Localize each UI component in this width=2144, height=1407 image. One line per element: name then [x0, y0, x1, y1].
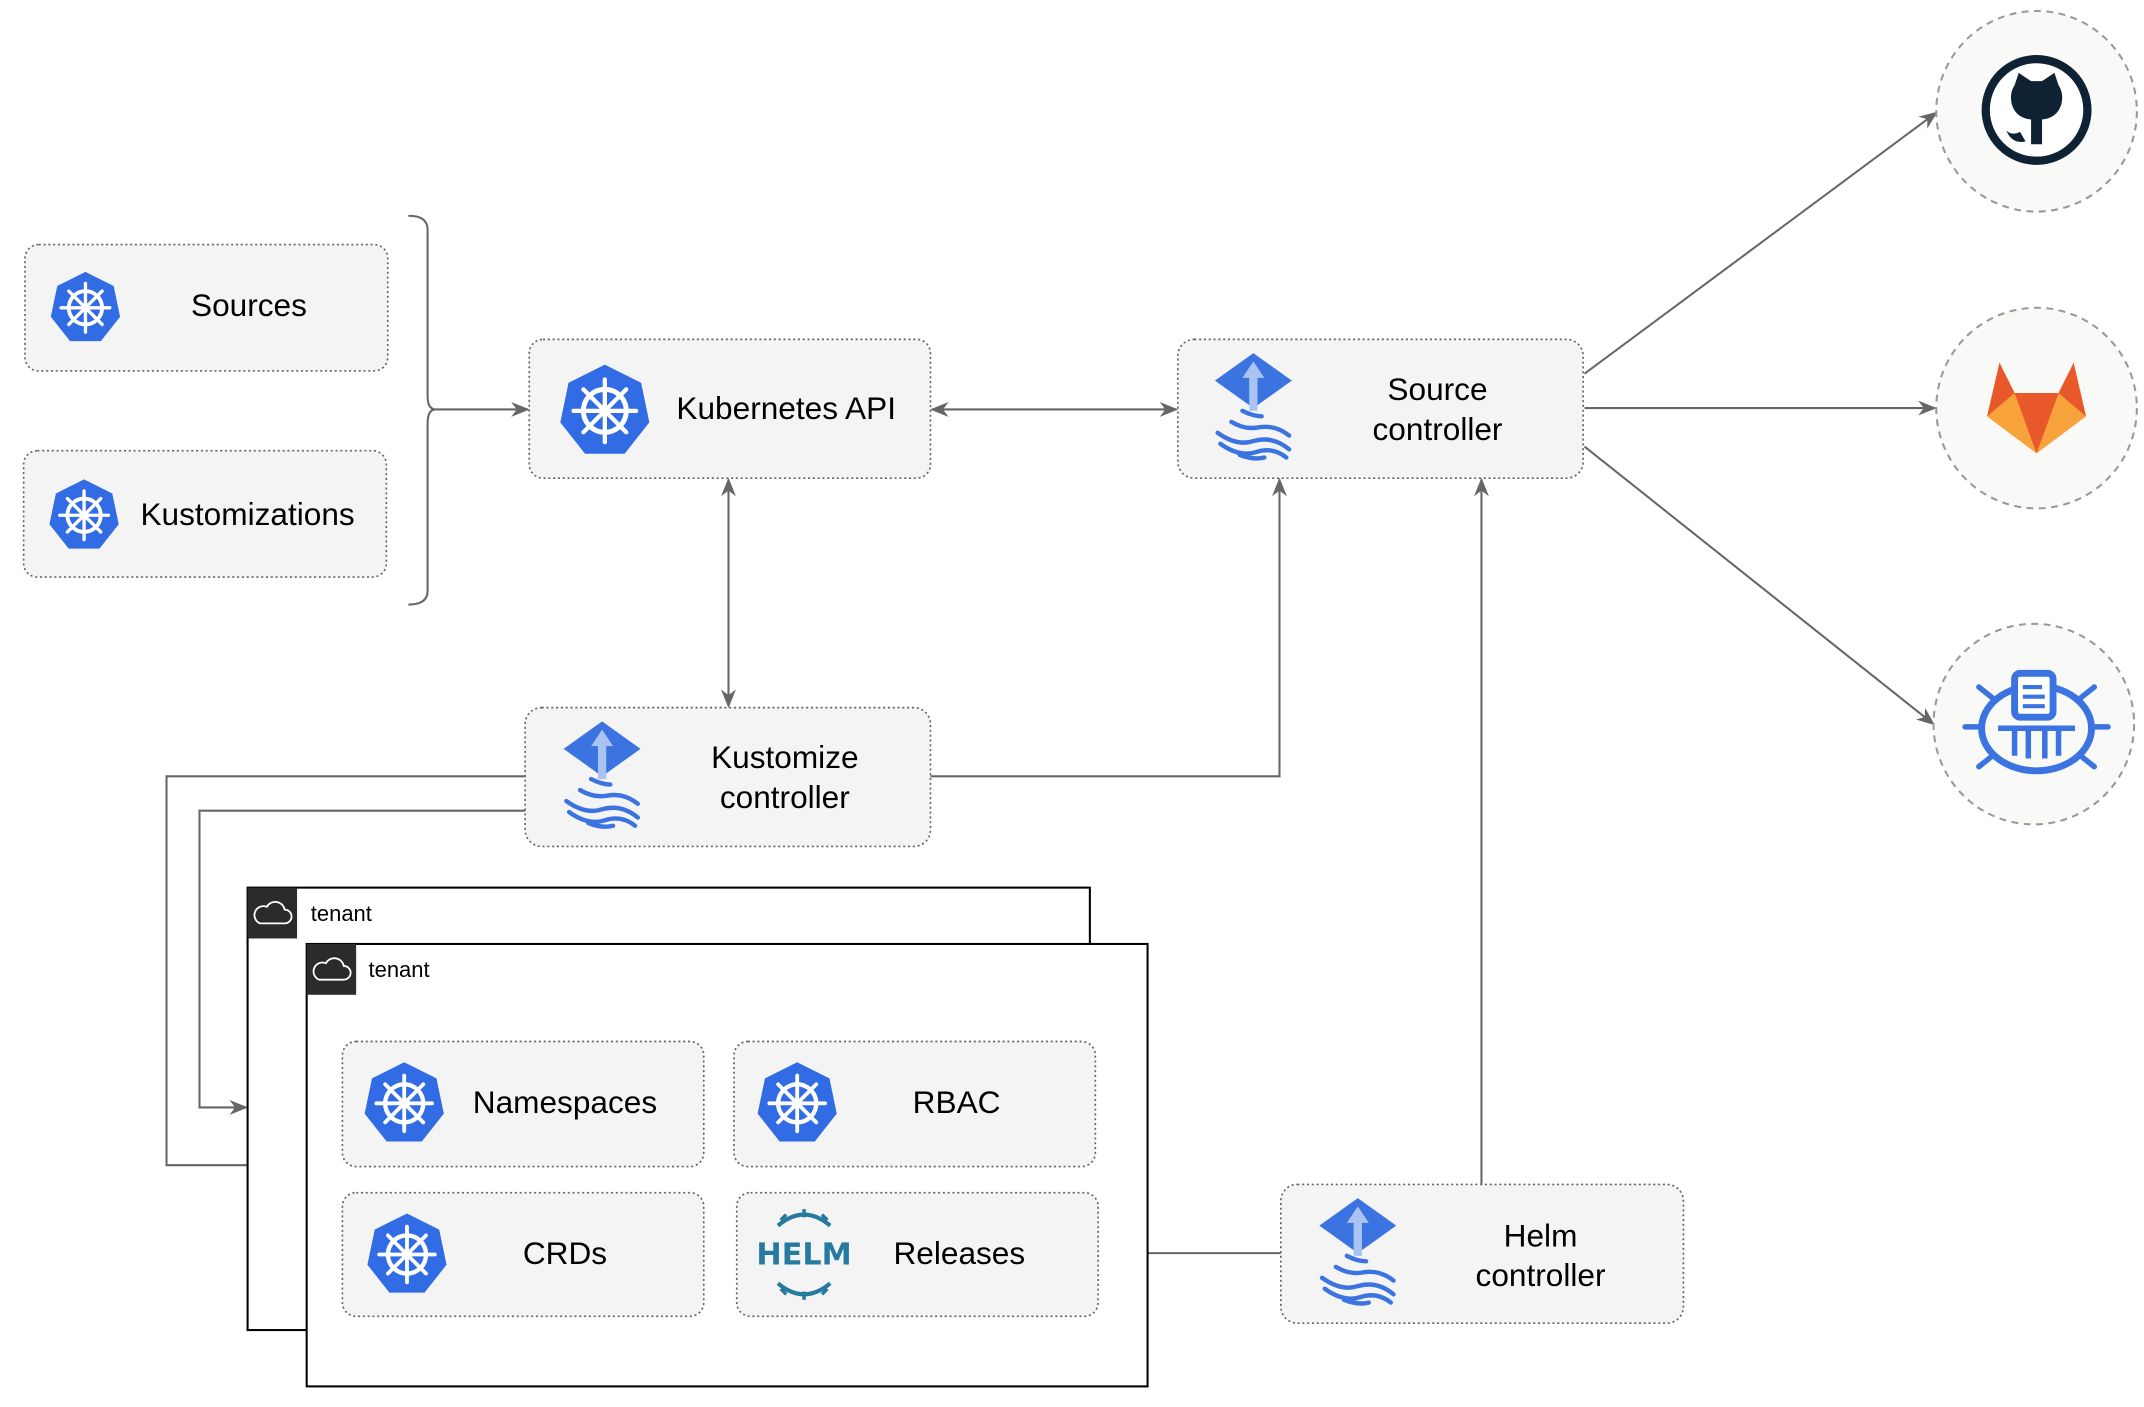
crds-label: CRDs [523, 1235, 607, 1271]
source-controller-label-2: controller [1373, 411, 1503, 447]
edge-kustomize-to-source [930, 477, 1287, 778]
cloud-icon-bg [306, 943, 357, 995]
releases-node[interactable]: HELM Releases [735, 1191, 1099, 1318]
cloud-icon [253, 901, 293, 925]
crds-node[interactable]: CRDs [341, 1191, 705, 1318]
bucket-node[interactable] [1932, 622, 2136, 826]
kustomizations-label: Kustomizations [140, 496, 354, 532]
kustomizations-node[interactable]: Kustomizations [22, 449, 388, 578]
gitlab-icon [1987, 362, 2087, 454]
namespaces-label: Namespaces [473, 1084, 657, 1120]
helm-controller-node[interactable]: Helm controller [1280, 1183, 1685, 1325]
github-icon [1981, 54, 2092, 165]
sources-node[interactable]: Sources [24, 243, 389, 372]
tenant-label: tenant [311, 901, 372, 926]
gitlab-node[interactable] [1935, 306, 2138, 510]
edge-kustomize-to-tenant-back [198, 809, 526, 1115]
kubernetes-api-label: Kubernetes API [676, 390, 896, 426]
brace [408, 214, 436, 606]
source-controller-node[interactable]: Source controller [1176, 338, 1584, 479]
kustomize-controller-node[interactable]: Kustomize controller [524, 706, 932, 848]
rbac-label: RBAC [913, 1084, 1001, 1120]
helm-logo-text: HELM [756, 1237, 851, 1272]
helm-icon: HELM [756, 1209, 852, 1300]
namespaces-node[interactable]: Namespaces [341, 1040, 705, 1168]
edge-source-to-bucket [1583, 445, 1935, 726]
edges [165, 111, 1938, 1261]
tenant-label: tenant [369, 957, 430, 982]
kustomize-controller-label-1: Kustomize [711, 739, 858, 775]
releases-label: Releases [893, 1235, 1025, 1271]
source-controller-label-1: Source [1387, 371, 1487, 407]
helm-controller-label-1: Helm [1504, 1217, 1578, 1253]
bucket-icon [1962, 669, 2111, 775]
edge-kustomize-to-tenant-front [165, 775, 526, 1173]
edge-source-to-github [1583, 111, 1938, 375]
sources-label: Sources [191, 287, 307, 323]
github-node[interactable] [1935, 9, 2138, 213]
helm-controller-label-2: controller [1476, 1257, 1606, 1293]
cloud-icon-bg [247, 887, 298, 939]
rbac-node[interactable]: RBAC [733, 1040, 1097, 1168]
kustomize-controller-label-2: controller [720, 779, 850, 815]
cloud-icon [312, 957, 352, 981]
kubernetes-api-node[interactable]: Kubernetes API [528, 338, 932, 479]
